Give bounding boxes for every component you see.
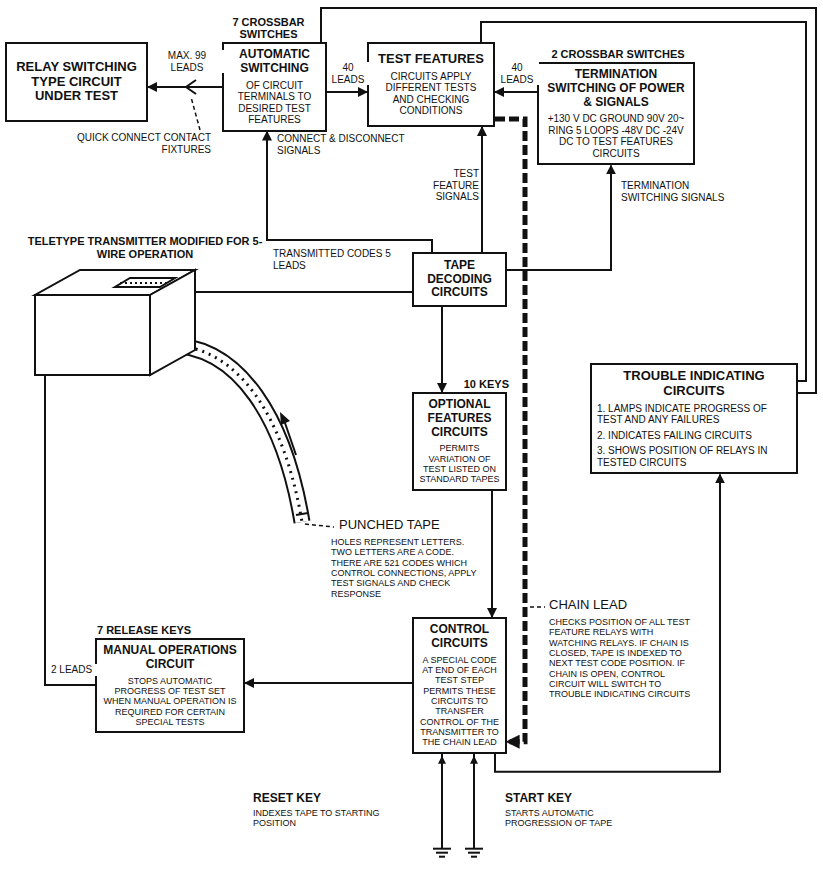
process-box: TROUBLE INDICATING CIRCUITS 1. LAMPS INDI… — [590, 363, 798, 474]
connector — [481, 127, 483, 252]
teletype-front — [35, 295, 150, 375]
connector — [327, 91, 367, 93]
box-heading: 10 KEYS — [414, 378, 509, 391]
box-text: A SPECIAL CODE AT END OF EACH TEST STEP … — [419, 655, 500, 748]
note-text: HOLES REPRESENT LETTERS. TWO LETTERS ARE… — [330, 537, 482, 599]
connector — [481, 22, 806, 381]
punched-tape — [168, 345, 302, 522]
connector — [321, 8, 816, 393]
callout-label: PUNCHED TAPE — [338, 518, 480, 533]
box-title: TROUBLE INDICATING CIRCUITS — [597, 369, 791, 399]
box-heading: 2 CROSSBAR SWITCHES — [539, 48, 697, 61]
note-text: INDEXES TAPE TO STARTING POSITION — [252, 808, 404, 829]
edge-label: CONNECT & DISCONNECT SIGNALS — [276, 133, 412, 156]
key-wires — [433, 754, 483, 857]
connector — [495, 474, 720, 771]
connector — [491, 491, 493, 617]
edge-label: TERMINATION SWITCHING SIGNALS — [620, 180, 732, 203]
tape-arrow — [280, 412, 290, 425]
edge-label: MAX. 99 LEADS — [150, 50, 224, 73]
box-text: AUTOMATIC SWITCHING — [229, 48, 320, 76]
box-text: +130 V DC GROUND 90V 20~ RING 5 LOOPS -4… — [544, 113, 688, 159]
note-text: QUICK CONNECT CONTACT FIXTURES — [60, 132, 212, 155]
ground-symbol — [465, 848, 483, 850]
box-text: PERMITS VARIATION OF TEST LISTED ON STAN… — [419, 443, 500, 484]
edge-label: TEST FEATURE SIGNALS — [420, 168, 480, 203]
connector — [45, 375, 95, 685]
tape-holes — [120, 282, 168, 284]
tape-arrow — [284, 420, 296, 455]
process-box: RELAY SWITCHING TYPE CIRCUIT UNDER TEST — [5, 42, 148, 122]
box-text: CIRCUITS APPLY DIFFERENT TESTS AND CHECK… — [374, 71, 488, 117]
connector — [441, 307, 443, 392]
edge-label: 40 LEADS — [495, 62, 539, 85]
box-heading: 7 RELEASE KEYS — [97, 624, 247, 637]
process-box: TAPE DECODING CIRCUITS — [412, 252, 507, 307]
connector — [245, 682, 412, 684]
box-text: 2. INDICATES FAILING CIRCUITS — [597, 430, 791, 442]
ground-symbol — [471, 856, 477, 858]
leader-line — [305, 524, 334, 527]
edge-label: 2 LEADS — [50, 664, 112, 676]
box-text: TERMINATION SWITCHING OF POWER & SIGNALS — [544, 68, 688, 109]
ground-symbol — [433, 848, 451, 850]
tape-reader — [115, 278, 175, 287]
callout-label: START KEY — [504, 792, 656, 806]
connector — [495, 91, 537, 93]
edge-label: TRANSMITTED CODES 5 LEADS — [272, 248, 399, 271]
key-arrow — [470, 756, 478, 764]
box-text: OF CIRCUIT TERMINALS TO DESIRED TEST FEA… — [229, 80, 320, 126]
process-box: CONTROL CIRCUITS A SPECIAL CODE AT END OF… — [412, 617, 507, 754]
connector — [148, 86, 222, 88]
edge-label: 40 LEADS — [327, 62, 369, 85]
ground-symbol — [439, 856, 445, 858]
connector-layer — [45, 8, 816, 772]
process-box: 7 CROSSBAR SWITCHESAUTOMATIC SWITCHINGOF… — [222, 42, 327, 132]
process-box: 10 KEYSOPTIONAL FEATURES CIRCUITSPERMITS… — [412, 392, 507, 491]
connector — [267, 132, 432, 252]
note-text: CHECKS POSITION OF ALL TEST FEATURE RELA… — [548, 617, 700, 700]
process-box: TEST FEATURES CIRCUITS APPLY DIFFERENT TE… — [367, 42, 495, 127]
box-text: 1. LAMPS INDICATE PROGRESS OF TEST AND A… — [597, 403, 791, 426]
leader-line — [191, 97, 200, 130]
note-text: STARTS AUTOMATIC PROGRESSION OF TAPE — [504, 808, 656, 829]
key-wire — [473, 754, 475, 849]
leader-line — [530, 606, 545, 608]
box-title: TEST FEATURES — [374, 52, 488, 67]
box-text: MANUAL OPERATIONS CIRCUIT — [102, 644, 238, 672]
punched-tape — [168, 345, 302, 522]
box-text: STOPS AUTOMATIC PROGRESS OF TEST SET WHE… — [102, 676, 238, 728]
box-title: TELETYPE TRANSMITTER MODIFIED FOR 5-WIRE… — [20, 235, 270, 260]
box-title: CONTROL CIRCUITS — [419, 623, 500, 651]
box-text: 3. SHOWS POSITION OF RELAYS IN TESTED CI… — [597, 445, 791, 468]
process-box: 2 CROSSBAR SWITCHESTERMINATION SWITCHING… — [537, 62, 695, 165]
ground-symbol — [468, 852, 480, 854]
teletype-transmitter: TELETYPE TRANSMITTER MODIFIED FOR 5-WIRE… — [20, 235, 270, 385]
connector — [195, 291, 412, 293]
ground-symbol — [436, 852, 448, 854]
key-wire — [441, 754, 443, 849]
box-heading: 7 CROSSBAR SWITCHES — [224, 16, 313, 41]
box-title: TAPE DECODING CIRCUITS — [419, 259, 500, 300]
box-text: OPTIONAL FEATURES CIRCUITS — [419, 398, 500, 439]
process-box: 7 RELEASE KEYSMANUAL OPERATIONS CIRCUITS… — [95, 638, 245, 733]
illustration — [168, 80, 545, 607]
box-title: RELAY SWITCHING TYPE CIRCUIT UNDER TEST — [12, 60, 141, 105]
tape-holes — [168, 345, 302, 522]
callout-label: CHAIN LEAD — [548, 598, 700, 613]
tape-end — [296, 513, 308, 515]
callout-label: RESET KEY — [252, 792, 404, 806]
key-arrow — [438, 756, 446, 764]
